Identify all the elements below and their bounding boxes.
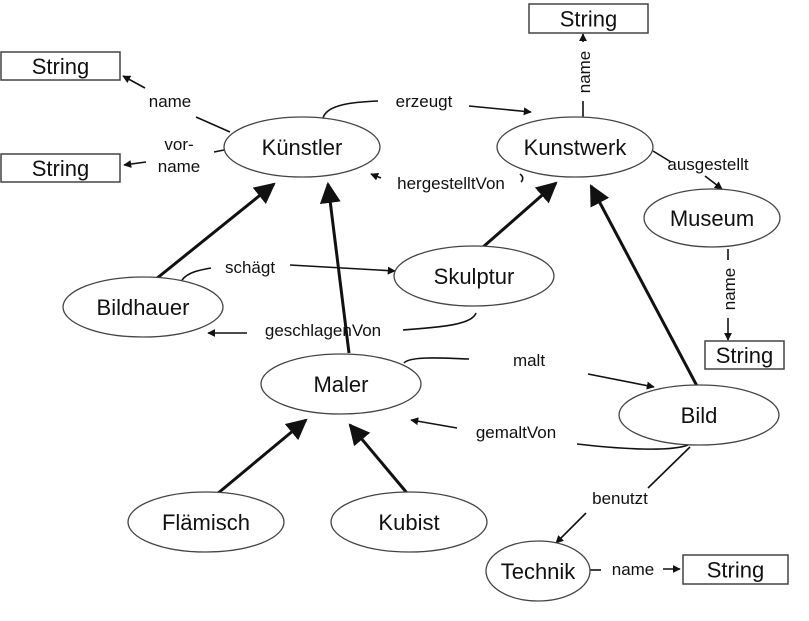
subclass-edge-flaemisch-maler [216, 418, 308, 496]
class-node-kunstwerk: Kunstwerk [496, 116, 654, 178]
literal-box [682, 554, 789, 585]
literal-label: String [707, 558, 764, 583]
property-edge-line [402, 312, 477, 331]
class-node-maler: Maler [260, 353, 422, 415]
property-edge-p_erzeugt [322, 100, 532, 119]
literal-node-str_kuenstler_name: String [0, 51, 121, 81]
property-edge-line [519, 173, 524, 183]
property-edge-line [555, 512, 587, 544]
literal-box [704, 340, 785, 370]
literal-node-str_kuenstler_vorname: String [0, 153, 121, 183]
property-edge-line [289, 264, 396, 275]
property-label: name [158, 157, 201, 176]
property-edge-p_name_k [122, 75, 231, 133]
class-ellipse [618, 384, 780, 446]
class-label: Bild [681, 403, 718, 428]
property-label: erzeugt [396, 92, 453, 111]
literal-label: String [32, 156, 89, 181]
class-label: Bildhauer [97, 295, 190, 320]
class-ellipse [496, 116, 654, 178]
class-node-flaemisch: Flämisch [127, 491, 285, 553]
property-edge-line [322, 100, 379, 119]
literal-box [0, 153, 121, 183]
subclass-edge-bildhauer-kuenstler [155, 182, 276, 281]
property-label: benutzt [592, 489, 648, 508]
property-edge-p_geschlagenVon [207, 312, 477, 337]
class-label: Kubist [378, 510, 439, 535]
class-label: Künstler [262, 135, 343, 160]
literal-label: String [560, 7, 617, 32]
class-ellipse [393, 245, 555, 307]
property-label: name [149, 92, 192, 111]
class-ellipse [62, 276, 224, 338]
property-edge-line [652, 150, 672, 163]
class-label: Flämisch [162, 510, 250, 535]
property-label: name [612, 560, 655, 579]
property-edge-p_benutzt [555, 446, 691, 544]
class-label: Skulptur [434, 264, 515, 289]
class-ellipse [223, 116, 381, 178]
class-node-bild: Bild [618, 384, 780, 446]
literal-label: String [716, 343, 773, 368]
property-edge-p_name_t [590, 565, 681, 573]
subclass-edge-bild-kunstwerk [589, 184, 699, 387]
class-label: Kunstwerk [524, 135, 628, 160]
subclass-edge-skulptur-kunstwerk [482, 181, 558, 249]
class-node-museum: Museum [643, 188, 781, 248]
property-edge-line [213, 149, 225, 153]
property-label: geschlagenVon [265, 321, 381, 340]
property-edge-line [647, 446, 691, 489]
property-label: schägt [225, 258, 275, 277]
property-edge-line [468, 105, 532, 116]
property-edge-line [370, 172, 382, 181]
property-label: name [720, 268, 739, 311]
class-node-technik: Technik [485, 540, 591, 602]
property-edge-line [587, 373, 655, 390]
class-ellipse [127, 491, 285, 553]
class-ellipse [330, 491, 488, 553]
property-edge-line [123, 160, 147, 168]
property-label: name [575, 51, 594, 94]
class-node-skulptur: Skulptur [393, 245, 555, 307]
class-label: Technik [501, 559, 577, 584]
property-edge-line [576, 443, 689, 450]
property-edge-p_ausgestellt [652, 150, 723, 190]
property-edge-p_gemaltVon [410, 417, 689, 450]
property-edge-line [410, 417, 458, 429]
property-edge-p_schaegt [181, 264, 396, 281]
property-edge-line [195, 116, 231, 133]
class-ellipse [485, 540, 591, 602]
class-node-bildhauer: Bildhauer [62, 276, 224, 338]
class-label: Maler [313, 372, 368, 397]
property-edge-line [704, 175, 723, 190]
property-edge-p_vorname_k [123, 149, 225, 168]
literal-box [528, 3, 649, 34]
property-edge-line [122, 75, 146, 89]
literal-label: String [32, 54, 89, 79]
class-ellipse [643, 188, 781, 248]
property-label: hergestelltVon [397, 174, 505, 193]
subclass-edge-kubist-maler [348, 423, 409, 494]
class-node-kubist: Kubist [330, 491, 488, 553]
literal-node-str_museum_name: String [704, 340, 785, 370]
property-label: malt [513, 351, 545, 370]
literal-box [0, 51, 121, 81]
class-node-kuenstler: Künstler [223, 116, 381, 178]
literal-node-str_technik_name: String [682, 554, 789, 585]
property-edge-p_hergestelltVon [370, 172, 524, 183]
class-label: Museum [670, 206, 754, 231]
class-ellipse [260, 353, 422, 415]
property-label: vor- [164, 135, 193, 154]
property-label: ausgestellt [667, 155, 749, 174]
literal-node-str_kunstwerk_name: String [528, 3, 649, 34]
property-label: gemaltVon [476, 423, 556, 442]
property-edge-line [403, 357, 470, 364]
property-edge-p_malt [403, 357, 655, 390]
property-edge-line [181, 267, 212, 281]
